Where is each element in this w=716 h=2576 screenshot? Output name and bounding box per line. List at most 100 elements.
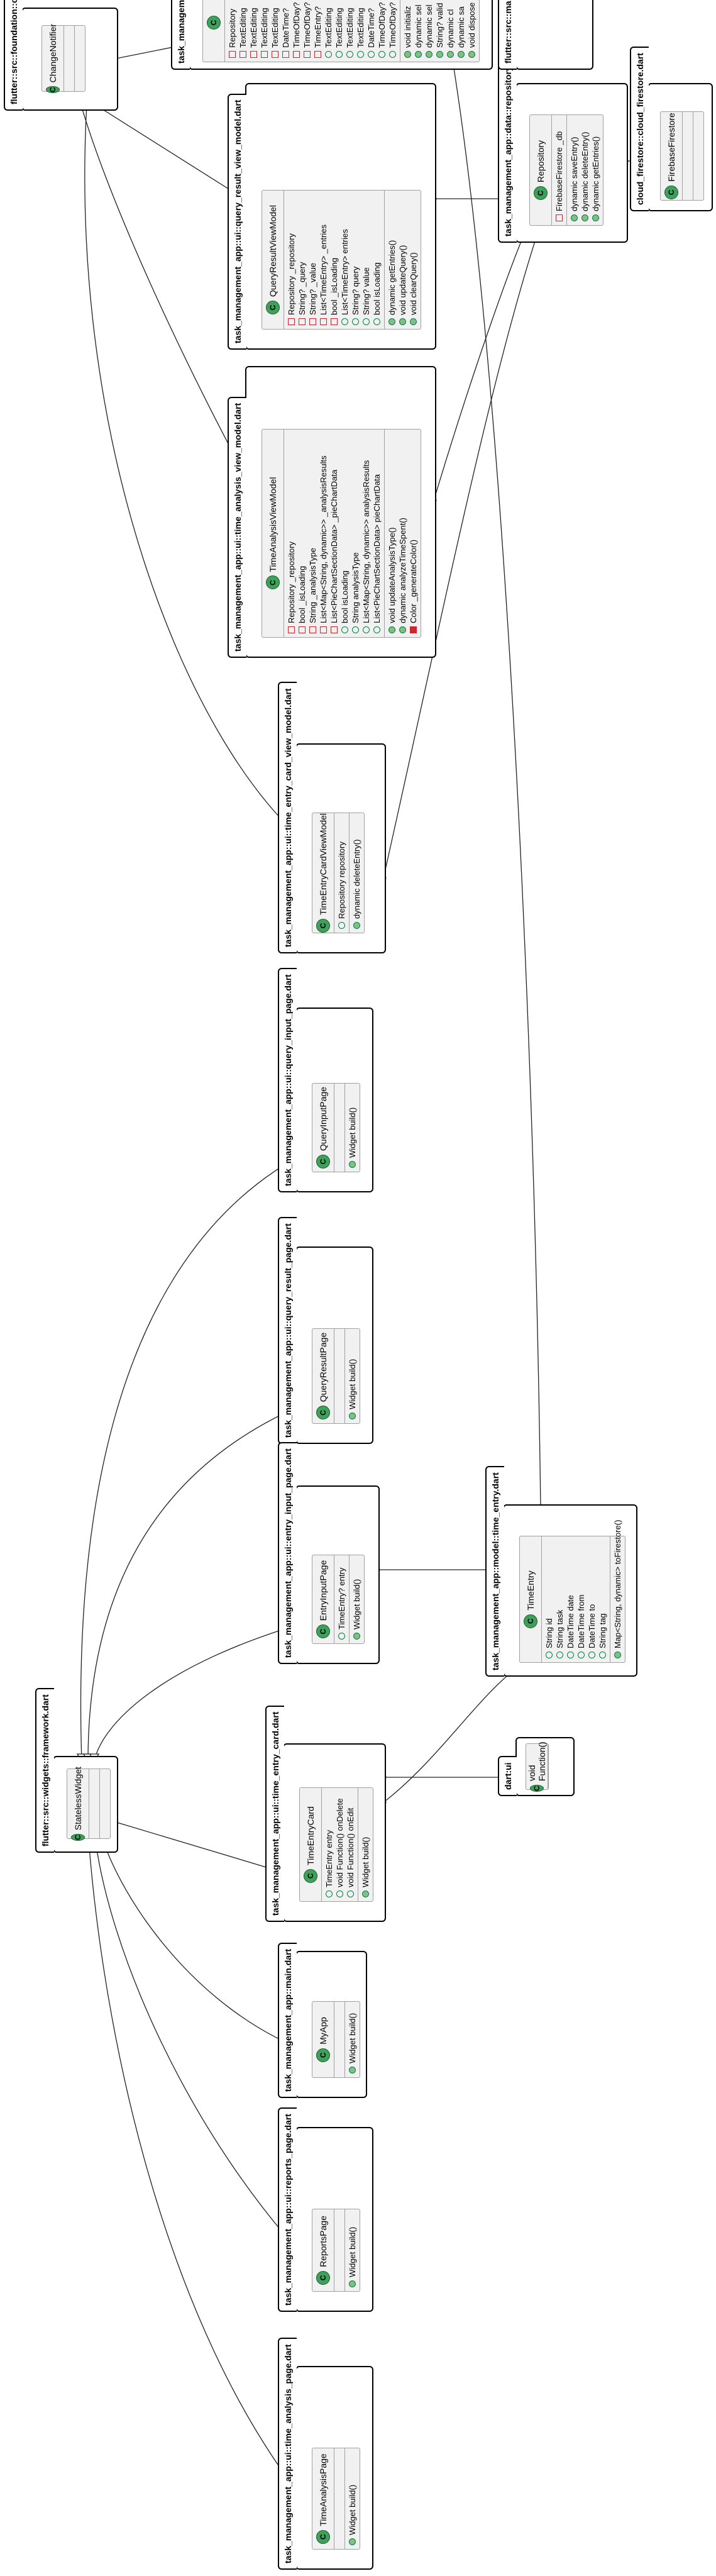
field-row: DateTime? [280,0,291,58]
field-row: TextEditing [323,0,334,58]
private-field-icon [299,318,306,325]
edge-timeanalysis-statelesswidget [87,1830,315,2514]
method-row: void clearQuery() [408,194,419,325]
public-method-icon [415,51,422,58]
class-methods: Widget build() [345,2448,360,2549]
package-time-analysis-view-model: task_management_app::ui::time_analysis_v… [228,366,436,658]
class-name: ReportsPage [318,2216,328,2267]
field-row: TextEditing [334,0,344,58]
package-title: task_management_app::data::repository.da… [498,41,517,243]
class-fields [334,2209,345,2291]
public-method-icon [468,51,475,58]
class-name: QueryResultViewModel [268,204,278,297]
private-field-icon [250,51,257,58]
field-row: Repository _repository [286,194,297,325]
member-text: String tag [598,1613,607,1648]
public-field-icon [389,51,396,58]
class-methods: Map<String, dynamic> toFirestore() [610,1520,625,1662]
public-field-icon [546,1652,553,1658]
package-title: task_management_app::ui::entry_input_pag… [278,1442,297,1664]
member-text: dynamic sa [456,6,466,48]
method-row: dynamic deleteEntry() [580,119,590,221]
member-text: TimeEntry entry [324,1829,334,1887]
public-field-icon [336,51,343,58]
member-text: dynamic deleteEntry() [580,131,590,211]
public-field-icon [378,51,385,58]
member-text: String id [544,1618,554,1648]
field-row: bool isLoading [339,433,350,633]
member-text: String? value [361,267,371,315]
package-title: cloud_firestore::cloud_firestore.dart [630,47,649,211]
public-field-icon [352,318,359,325]
member-text: dynamic analyzeTimeSpent() [398,518,407,623]
method-row: String? valid [434,0,445,58]
method-row: Widget build() [360,1792,371,1897]
member-text: TextEditing [260,8,269,48]
field-row: TimeOfDay? [387,0,398,58]
edge-timeentrycard-timeentry [383,1663,522,1803]
public-field-icon [338,922,345,929]
public-field-icon [341,626,348,633]
public-method-icon [388,626,395,633]
class-methods: Widget build() [358,1788,373,1901]
public-field-icon [336,1890,343,1897]
member-text: TextEditing [345,8,355,48]
public-field-icon [338,1633,345,1640]
private-field-icon [309,626,316,633]
class-fields [334,2002,345,2077]
method-row: void updateQuery() [397,194,408,325]
public-method-icon [458,51,465,58]
field-row: bool _isLoading [297,433,307,633]
class-stereotype-icon: C [316,2048,330,2062]
public-method-icon [399,318,406,325]
field-row: void Function() onDelete [334,1792,345,1897]
class-methods [75,26,85,91]
field-row: TextEditing [238,0,248,58]
member-text: void dispose [467,2,476,48]
public-field-icon [363,318,370,325]
class-methods: Widget build() [345,1329,360,1423]
member-text: TextEditing [249,8,258,48]
member-text: String? query [351,266,360,315]
private-field-icon [304,51,311,58]
package-title: task_management_app::main.dart [278,1942,297,2098]
method-row: Widget build() [347,1333,358,1419]
public-field-icon [373,626,380,633]
member-text: bool isLoading [340,570,350,623]
member-text: Widget build() [348,1358,357,1409]
public-field-icon [556,1652,563,1658]
member-text: TimeOfDay? [292,2,301,48]
public-field-icon [363,626,370,633]
method-row: dynamic saveEntry() [569,119,580,221]
package-title: task_management_app::ui::time_analysis_v… [228,396,246,658]
edge-reports-statelesswidget [94,1830,315,2268]
member-text: Repository [228,8,237,48]
member-text: List<TimeEntry> _entries [319,224,328,315]
